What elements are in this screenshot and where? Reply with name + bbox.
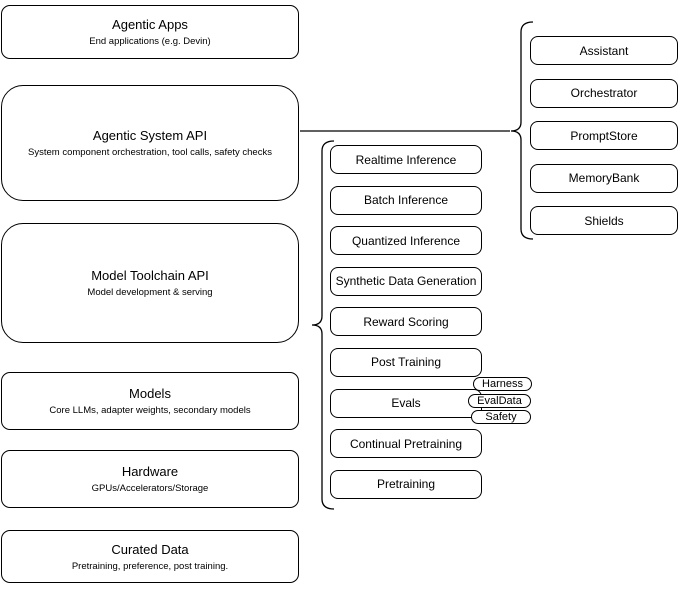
- node-subtitle: System component orchestration, tool cal…: [28, 147, 272, 158]
- tag-harness: Harness: [473, 377, 532, 391]
- node-pretraining: Pretraining: [330, 469, 482, 499]
- node-assistant: Assistant: [530, 36, 678, 65]
- node-model-toolchain-api: Model Toolchain API Model development & …: [1, 223, 299, 343]
- node-subtitle: Core LLMs, adapter weights, secondary mo…: [49, 405, 251, 416]
- node-subtitle: Model development & serving: [87, 287, 213, 298]
- node-subtitle: Pretraining, preference, post training.: [71, 560, 229, 572]
- node-post-training: Post Training: [330, 347, 482, 377]
- tag-evaldata: EvalData: [468, 394, 531, 408]
- node-batch-inference: Batch Inference: [330, 185, 482, 215]
- node-title: Curated Data: [111, 541, 189, 557]
- node-title: Agentic System API: [92, 128, 208, 143]
- system-group: Assistant Orchestrator PromptStore Memor…: [530, 36, 678, 235]
- node-promptstore: PromptStore: [530, 121, 678, 150]
- node-subtitle: End applications (e.g. Devin): [89, 36, 211, 47]
- node-shields: Shields: [530, 206, 678, 235]
- node-curated-data: Curated Data Pretraining, preference, po…: [1, 530, 299, 583]
- tag-safety: Safety: [471, 410, 531, 424]
- toolchain-brace: [311, 140, 335, 510]
- node-title: Agentic Apps: [112, 17, 188, 32]
- node-agentic-system-api: Agentic System API System component orch…: [1, 85, 299, 201]
- node-title: Hardware: [121, 464, 179, 479]
- node-models: Models Core LLMs, adapter weights, secon…: [1, 372, 299, 430]
- node-agentic-apps: Agentic Apps End applications (e.g. Devi…: [1, 5, 299, 59]
- toolchain-group: Realtime Inference Batch Inference Quant…: [330, 145, 482, 499]
- node-hardware: Hardware GPUs/Accelerators/Storage: [1, 450, 299, 508]
- node-reward-scoring: Reward Scoring: [330, 307, 482, 337]
- node-title: Model Toolchain API: [91, 268, 209, 283]
- node-orchestrator: Orchestrator: [530, 78, 678, 108]
- node-evals: Evals: [330, 388, 482, 418]
- node-subtitle: GPUs/Accelerators/Storage: [91, 483, 209, 494]
- node-quantized-inference: Quantized Inference: [330, 226, 482, 256]
- node-memorybank: MemoryBank: [530, 163, 678, 193]
- node-title: Models: [129, 386, 171, 401]
- node-realtime-inference: Realtime Inference: [330, 145, 482, 174]
- node-continual-pretraining: Continual Pretraining: [330, 429, 482, 459]
- system-brace: [510, 21, 534, 240]
- node-synthetic-data-generation: Synthetic Data Generation: [330, 266, 482, 296]
